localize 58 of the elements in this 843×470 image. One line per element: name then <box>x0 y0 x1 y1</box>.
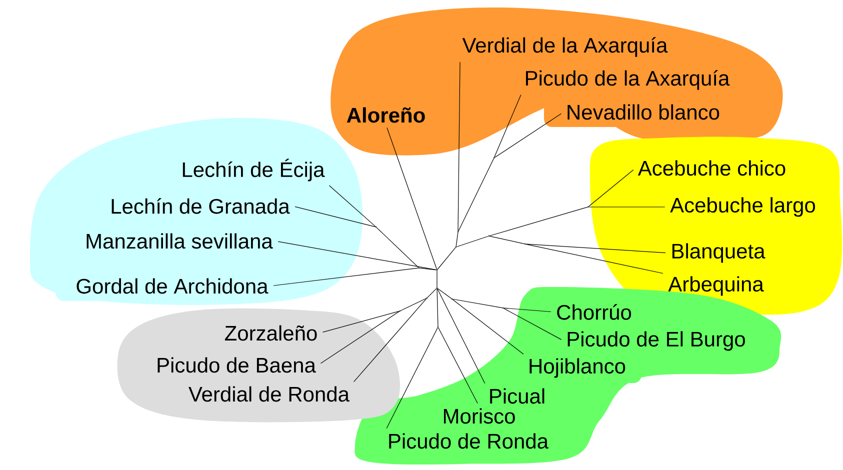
cultivar-label: Picudo de El Burgo <box>568 331 745 351</box>
tree-branch <box>458 158 494 232</box>
tree-branch <box>437 288 486 384</box>
tree-branch <box>386 327 438 429</box>
tree-branch <box>273 268 418 286</box>
group-region <box>117 308 400 422</box>
cultivar-label: Aloreño <box>346 107 425 123</box>
tree-branch <box>503 308 562 340</box>
tree-branch <box>320 311 400 364</box>
cultivar-label: Blanqueta <box>672 243 766 263</box>
cultivar-label: Acebuche chico <box>638 160 786 176</box>
tree-branch <box>278 241 437 270</box>
tree-branch <box>588 170 634 207</box>
tree-branch <box>504 308 552 312</box>
tree-branch <box>294 206 376 228</box>
tree-branch <box>452 299 524 354</box>
tree-branch <box>458 62 460 232</box>
tree-branch <box>437 247 456 270</box>
cultivar-label: Morisco <box>444 408 515 424</box>
cultivar-label: Verdial de la Axarquía <box>462 37 668 57</box>
tree-branch <box>353 298 427 382</box>
tree-branch <box>456 236 489 248</box>
cultivar-label: Chorrúo <box>557 304 632 320</box>
tree-branch <box>526 244 666 254</box>
tree-branch <box>427 288 437 298</box>
tree-branch <box>420 268 436 270</box>
tree-branch <box>494 94 522 158</box>
cultivar-label: Lechín de Granada <box>112 198 290 214</box>
tree-branch <box>489 236 525 244</box>
tree-branch <box>588 206 666 208</box>
cultivar-label: Arbequina <box>668 276 764 296</box>
cultivar-label: Gordal de Archidona <box>76 278 268 294</box>
tree-branch <box>386 127 438 270</box>
cultivar-label: Picudo de la Axarquía <box>526 70 730 90</box>
tree-branch <box>376 227 419 268</box>
cultivar-label: Lechín de Écija <box>182 158 325 182</box>
tree-branch <box>400 298 427 311</box>
cultivar-label: Hojiblanco <box>530 358 626 378</box>
tree-branch <box>437 288 452 299</box>
cultivar-label: Picual <box>490 388 544 404</box>
cultivar-label: Zorzaleño <box>224 325 317 341</box>
group-region <box>330 8 783 156</box>
cultivar-label: Nevadillo blanco <box>568 104 720 120</box>
cultivar-label: Picudo de Ronda <box>389 433 549 449</box>
cultivar-label: Acebuche largo <box>670 197 816 217</box>
tree-branch <box>438 327 478 404</box>
cultivar-label: Manzanilla sevillana <box>86 233 273 249</box>
tree-branch <box>456 232 458 246</box>
tree-branch <box>436 288 438 326</box>
tree-branch <box>525 244 664 274</box>
tree-branch <box>436 270 438 288</box>
tree-branch <box>494 113 562 158</box>
tree-branch <box>328 185 376 227</box>
cultivar-label: Verdial de Ronda <box>188 386 350 402</box>
cultivar-label: Picudo de Baena <box>158 357 316 373</box>
tree-branch <box>489 206 588 236</box>
tree-branch <box>322 310 400 332</box>
tree-branch <box>452 298 503 308</box>
